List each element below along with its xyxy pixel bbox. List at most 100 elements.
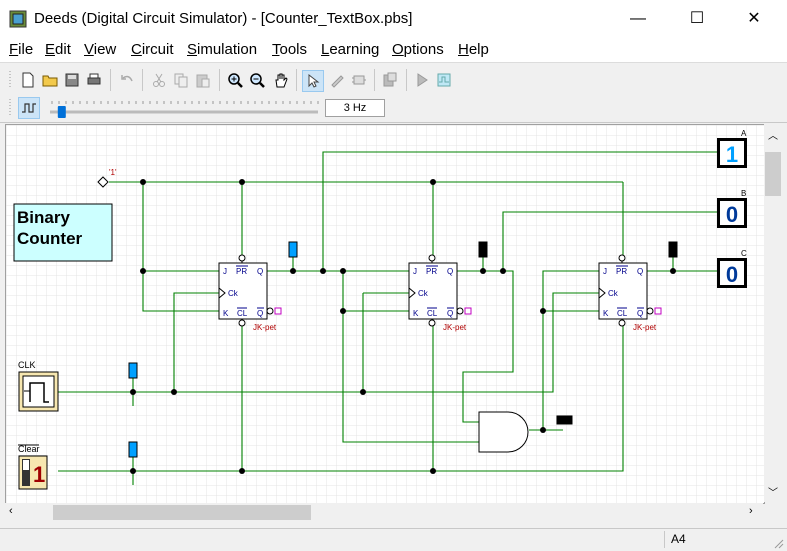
menu-circuit[interactable]: Circuit	[131, 41, 174, 58]
copy-icon[interactable]	[171, 70, 191, 90]
horizontal-scroll-thumb[interactable]	[53, 505, 311, 520]
probe-and-out[interactable]	[556, 415, 573, 425]
menu-options[interactable]: Options	[392, 41, 444, 58]
ff-pin-j: J	[413, 267, 417, 276]
menu-simulation[interactable]: Simulation	[187, 41, 258, 58]
zoom-out-icon[interactable]	[247, 70, 267, 90]
run-icon[interactable]	[412, 70, 432, 90]
slider-thumb[interactable]	[57, 106, 66, 118]
output-value: 1	[726, 142, 738, 167]
select-arrow-icon[interactable]	[302, 70, 324, 92]
ff-pin-k: K	[223, 309, 229, 318]
output-name: C	[741, 249, 747, 258]
ff-pin-j: J	[603, 267, 607, 276]
horizontal-scrollbar[interactable]: ‹ ›	[5, 503, 763, 522]
clk-source[interactable]: CLK	[18, 360, 59, 412]
ff-pin-q: Q	[257, 267, 263, 276]
open-folder-icon[interactable]	[40, 70, 60, 90]
menu-help[interactable]: Help	[458, 41, 489, 58]
clock-frequency-field[interactable]: 3 Hz	[325, 99, 385, 117]
probe-clear[interactable]	[128, 441, 138, 458]
ff-pin-pr: PR	[236, 267, 247, 276]
ff-pin-k: K	[603, 309, 609, 318]
save-icon[interactable]	[62, 70, 82, 90]
menu-edit[interactable]: Edit	[45, 41, 71, 58]
constant-one-source[interactable]: '1'	[97, 168, 117, 188]
undo-icon[interactable]	[117, 70, 137, 90]
and-gate[interactable]	[478, 411, 529, 453]
scroll-down-icon[interactable]: ﹀	[768, 488, 778, 499]
new-file-icon[interactable]	[18, 70, 38, 90]
junctions	[130, 179, 676, 474]
clk-label: CLK	[18, 360, 36, 370]
cut-icon[interactable]	[149, 70, 169, 90]
window-title: Deeds (Digital Circuit Simulator) - [Cou…	[34, 10, 413, 27]
jk-flipflop-3[interactable]: J PR Q CkK CL Q JK-pet	[598, 254, 662, 332]
clear-label: Clear	[18, 444, 40, 454]
ff-pin-ck: Ck	[228, 289, 239, 298]
probe-ff3-q[interactable]	[668, 241, 678, 258]
text-box-line-2: Counter	[17, 229, 83, 248]
simulation-toolbar: 3 Hz	[0, 94, 787, 123]
toolbar-grip	[9, 71, 11, 89]
output-name: A	[741, 129, 747, 138]
status-bar: A4	[0, 528, 787, 551]
maximize-button[interactable]: ☐	[689, 10, 705, 27]
zoom-in-icon[interactable]	[225, 70, 245, 90]
toolbar-grip	[9, 99, 11, 117]
output-display-b[interactable]: B0	[717, 189, 747, 228]
ff-pin-j: J	[223, 267, 227, 276]
ff-pin-q: Q	[447, 267, 453, 276]
output-display-a[interactable]: A1	[717, 129, 747, 168]
menu-bar: File Edit View Circuit Simulation Tools …	[0, 38, 787, 62]
clock-speed-slider[interactable]	[46, 98, 322, 118]
scroll-left-icon[interactable]: ‹	[9, 505, 13, 517]
constant-label: '1'	[109, 168, 117, 177]
probe-ff1-q[interactable]	[288, 241, 298, 258]
timing-icon[interactable]	[434, 70, 454, 90]
title-bar: Deeds (Digital Circuit Simulator) - [Cou…	[0, 0, 787, 38]
text-box[interactable]: Binary Counter	[13, 203, 113, 262]
pan-hand-icon[interactable]	[271, 70, 291, 90]
ff-pin-cl: CL	[427, 309, 438, 318]
menu-view[interactable]: View	[84, 41, 117, 58]
probe-clk[interactable]	[128, 362, 138, 379]
clock-toggle-icon[interactable]	[18, 97, 40, 119]
ff-pin-qn: Q	[447, 309, 453, 318]
vertical-scrollbar[interactable]: ︿ ﹀	[764, 124, 782, 502]
vertical-scroll-thumb[interactable]	[765, 152, 781, 196]
ff-pin-ck: Ck	[608, 289, 619, 298]
ff-pin-k: K	[413, 309, 419, 318]
resize-grip-icon[interactable]	[772, 537, 784, 549]
minimize-button[interactable]: —	[630, 10, 646, 27]
output-value: 0	[726, 262, 738, 287]
app-icon	[9, 10, 27, 28]
menu-tools[interactable]: Tools	[272, 41, 308, 58]
scroll-right-icon[interactable]: ›	[749, 505, 753, 517]
output-display-c[interactable]: C0	[717, 249, 747, 288]
paste-icon[interactable]	[193, 70, 213, 90]
output-value: 0	[726, 202, 738, 227]
ff-label: JK-pet	[633, 323, 657, 332]
probes	[128, 241, 678, 458]
close-button[interactable]: ✕	[747, 10, 761, 27]
ff-pin-q: Q	[637, 267, 643, 276]
library-icon[interactable]	[380, 70, 400, 90]
menu-learning[interactable]: Learning	[321, 41, 380, 58]
ff-pin-ck: Ck	[418, 289, 429, 298]
page-size-indicator: A4	[664, 531, 781, 548]
probe-ff2-q[interactable]	[478, 241, 488, 258]
print-icon[interactable]	[84, 70, 104, 90]
ff-pin-cl: CL	[617, 309, 628, 318]
clear-switch[interactable]: Clear 1	[18, 444, 48, 490]
ff-pin-pr: PR	[616, 267, 627, 276]
wire-pen-icon[interactable]	[327, 70, 347, 90]
ff-pin-qn: Q	[637, 309, 643, 318]
scroll-up-icon[interactable]: ︿	[768, 131, 778, 142]
component-icon[interactable]	[349, 70, 369, 90]
menu-file[interactable]: File	[9, 41, 34, 58]
